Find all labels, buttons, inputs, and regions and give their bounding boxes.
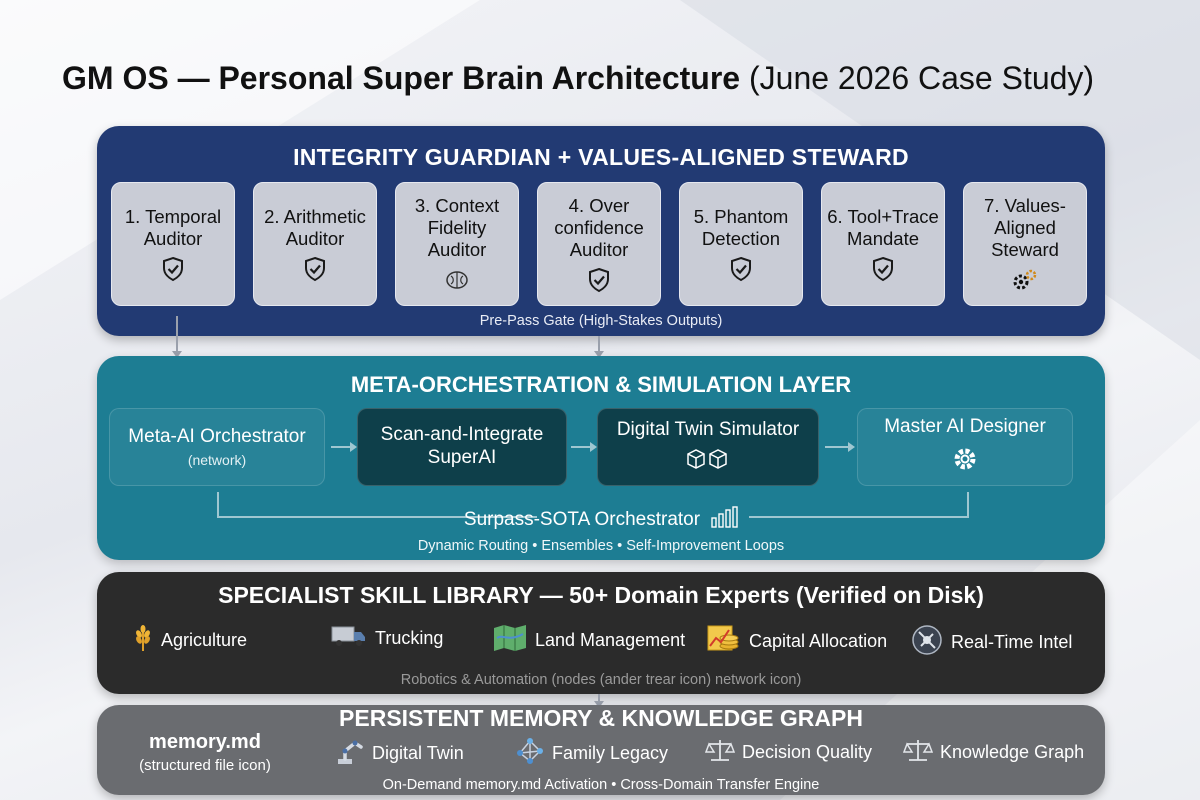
tool-trace-mandate-card: 6. Tool+Trace Mandate (821, 182, 945, 306)
node-label: Digital Twin Simulator (616, 419, 800, 441)
page-title: GM OS — Personal Super Brain Architectur… (62, 60, 1162, 97)
dynamic-routing-label: Dynamic Routing • Ensembles • Self-Impro… (417, 538, 785, 554)
gear-icon (951, 445, 979, 478)
auditor-label: 5. Phantom Detection (693, 206, 789, 249)
map-icon (493, 624, 527, 657)
skill-label: Real-Time Intel (951, 632, 1073, 652)
shield-check-icon (302, 256, 328, 282)
memory-item-label: Digital Twin (372, 743, 464, 763)
shield-check-icon (160, 256, 186, 282)
auditor-label: 3. Context Fidelity Auditor (414, 195, 500, 260)
shield-check-icon (586, 267, 612, 293)
meta-title: META-ORCHESTRATION & SIMULATION LAYER (350, 372, 852, 397)
robot-arm-icon (335, 737, 365, 770)
persistent-memory-band: PERSISTENT MEMORY & KNOWLEDGE GRAPH memo… (97, 705, 1105, 795)
skill-label: Agriculture (161, 630, 248, 650)
scales-icon (704, 737, 736, 768)
specialist-skill-band: SPECIALIST SKILL LIBRARY — 50+ Domain Ex… (97, 572, 1105, 694)
node-label: Master AI Designer (884, 416, 1046, 438)
memory-item-digital-twin: Digital Twin (335, 737, 464, 770)
integrity-guardian-band: INTEGRITY GUARDIAN + VALUES-ALIGNED STEW… (97, 126, 1105, 336)
digital-twin-simulator-node: Digital Twin Simulator (597, 408, 819, 486)
memory-title: PERSISTENT MEMORY & KNOWLEDGE GRAPH (339, 705, 863, 731)
meta-orchestration-band: META-ORCHESTRATION & SIMULATION LAYER Me… (97, 356, 1105, 560)
shield-check-icon (870, 256, 896, 282)
flow-arrow (571, 442, 597, 452)
coins-chart-icon (707, 624, 741, 659)
master-ai-designer-node: Master AI Designer (857, 408, 1073, 486)
gears-icon (1012, 267, 1038, 293)
pre-pass-gate-label: Pre-Pass Gate (High-Stakes Outputs) (479, 313, 723, 329)
truck-icon (331, 624, 367, 653)
wheat-icon (133, 624, 153, 657)
auditor-label: 7. Values-Aligned Steward (984, 195, 1066, 260)
memory-file: memory.md (structured file icon) (115, 731, 295, 774)
surpass-text: Surpass-SOTA Orchestrator (463, 509, 701, 530)
memory-item-label: Knowledge Graph (940, 742, 1085, 762)
skills-title: SPECIALIST SKILL LIBRARY — 50+ Domain Ex… (218, 582, 984, 608)
memory-item-knowledge-graph: Knowledge Graph (902, 737, 1085, 768)
skill-capital-allocation: Capital Allocation (707, 624, 887, 659)
robotics-automation-label: Robotics & Automation (nodes (ander trea… (400, 672, 802, 688)
connector-arrow (594, 336, 604, 358)
title-suffix: (June 2026 Case Study) (740, 60, 1095, 96)
memory-item-family-legacy: Family Legacy (515, 737, 668, 770)
satellite-icon (911, 624, 943, 661)
meta-ai-orchestrator-node: Meta-AI Orchestrator (network) (109, 408, 325, 486)
phantom-detection-card: 5. Phantom Detection (679, 182, 803, 306)
memory-file-name: memory.md (149, 731, 261, 753)
scales-icon (902, 737, 934, 768)
feedback-loop-line (749, 492, 969, 518)
shield-check-icon (728, 256, 754, 282)
node-label: Scan-and-Integrate SuperAI (380, 424, 544, 468)
node-sub: (network) (187, 452, 247, 469)
connector-arrow (594, 694, 604, 708)
auditor-label: 4. Over confidence Auditor (554, 195, 644, 260)
auditor-label: 2. Arithmetic Auditor (264, 206, 366, 249)
surpass-sota-label: Surpass-SOTA Orchestrator (97, 506, 1105, 534)
brain-icon (444, 267, 470, 293)
skill-land-management: Land Management (493, 624, 685, 657)
connector-arrow (172, 316, 182, 358)
flow-arrow (331, 442, 357, 452)
skill-trucking: Trucking (331, 624, 443, 653)
bar-chart-icon (710, 506, 738, 534)
skill-label: Land Management (535, 630, 686, 650)
auditor-label: 6. Tool+Trace Mandate (827, 206, 939, 249)
flow-arrow (825, 442, 855, 452)
skill-label: Capital Allocation (749, 631, 888, 651)
skill-label: Trucking (375, 628, 444, 648)
on-demand-activation-label: On-Demand memory.md Activation • Cross-D… (382, 777, 820, 793)
auditor-label: 1. Temporal Auditor (124, 206, 222, 249)
feedback-loop-line (217, 492, 537, 518)
node-label: Meta-AI Orchestrator (128, 425, 306, 447)
values-aligned-steward-card: 7. Values-Aligned Steward (963, 182, 1087, 306)
cubes-icon (685, 448, 731, 475)
memory-item-label: Family Legacy (552, 743, 669, 763)
skill-real-time-intel: Real-Time Intel (911, 624, 1072, 661)
memory-item-decision-quality: Decision Quality (704, 737, 873, 768)
scan-integrate-superai-node: Scan-and-Integrate SuperAI (357, 408, 567, 486)
memory-item-label: Decision Quality (742, 742, 873, 762)
network-icon (515, 737, 545, 770)
arithmetic-auditor-card: 2. Arithmetic Auditor (253, 182, 377, 306)
overconfidence-auditor-card: 4. Over confidence Auditor (537, 182, 661, 306)
integrity-title: INTEGRITY GUARDIAN + VALUES-ALIGNED STEW… (293, 144, 909, 170)
memory-file-caption: (structured file icon) (139, 757, 271, 774)
context-fidelity-auditor-card: 3. Context Fidelity Auditor (395, 182, 519, 306)
temporal-auditor-card: 1. Temporal Auditor (111, 182, 235, 306)
title-main: GM OS — Personal Super Brain Architectur… (62, 60, 741, 96)
skill-agriculture: Agriculture (133, 624, 247, 657)
